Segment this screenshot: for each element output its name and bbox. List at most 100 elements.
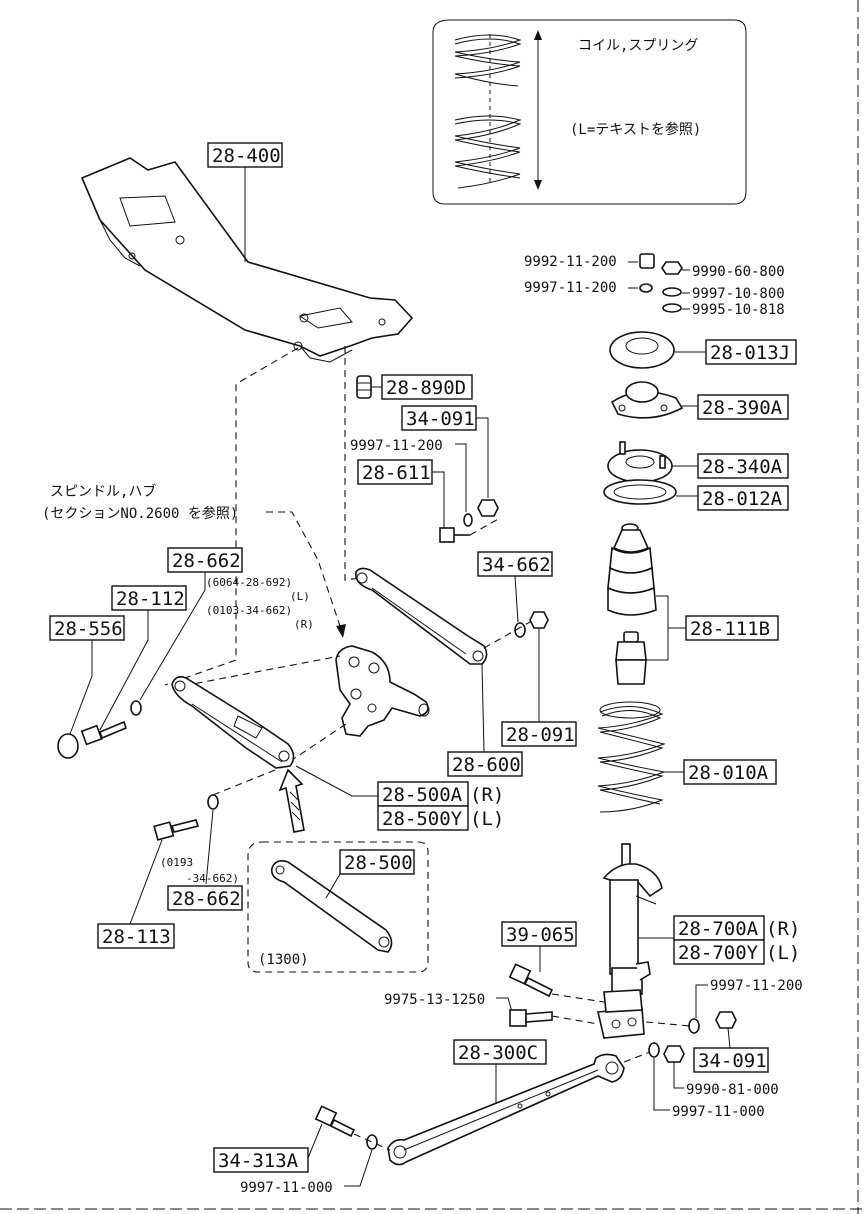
label-28-390A: 28-390A — [702, 397, 783, 419]
dust-boot — [607, 523, 657, 616]
rear-lower-arm — [171, 676, 295, 769]
label-box-28-300C — [453, 1039, 547, 1065]
label-box-28-111B — [685, 615, 779, 641]
label-9997-11-000-a: 9997-11-000 — [672, 1104, 765, 1120]
alt-ref-lower-2: -34-662) — [186, 872, 239, 885]
label-box-34-313A — [213, 1147, 309, 1173]
label-box-28-500Y — [377, 805, 469, 831]
nut-28-091 — [529, 611, 549, 629]
seat-28-012A — [603, 479, 677, 505]
washer-28-662-upper — [130, 700, 142, 716]
label-9997-11-200-a: 9997-11-200 — [350, 438, 443, 454]
label-box-28-013J — [705, 339, 797, 365]
variant-note: (1300) — [258, 952, 309, 968]
label-28-400: 28-400 — [212, 145, 281, 167]
front-arrow-icon — [278, 768, 305, 833]
inset-note: (L=テキストを参照) — [570, 121, 701, 138]
inset-arrow-top — [534, 30, 542, 40]
inset-spring-icon — [454, 34, 522, 189]
label-28-340A: 28-340A — [702, 456, 783, 478]
washer-9997-11-000-a — [648, 1042, 660, 1058]
label-28-010A: 28-010A — [688, 762, 769, 784]
alt-ref-upper-1: (6064-28-692) — [206, 576, 292, 589]
trailing-link-28-300C — [387, 1053, 625, 1166]
washer-34-662 — [514, 622, 526, 638]
label-box-28-700Y — [673, 939, 765, 965]
label-28-556: 28-556 — [54, 618, 123, 640]
bump-stopper — [356, 375, 372, 399]
label-9997-10-800: 9997-10-800 — [692, 286, 785, 302]
label-box-28-112 — [111, 585, 187, 611]
nut-9992-11-200 — [639, 253, 655, 269]
bolt-28-611 — [439, 527, 470, 543]
washer-9997-11-200-b — [639, 283, 653, 293]
label-9997-11-200-c: 9997-11-200 — [710, 978, 803, 994]
label-box-34-091-bottom — [693, 1047, 769, 1073]
inset-border — [432, 19, 747, 205]
nut-9990-60-800 — [661, 261, 683, 275]
label-39-065: 39-065 — [506, 924, 575, 946]
mount-plate-28-013J — [609, 331, 675, 369]
label-34-313A: 34-313A — [218, 1150, 299, 1172]
label-9990-81-000: 9990-81-000 — [686, 1082, 779, 1098]
label-box-28-113 — [97, 923, 175, 949]
label-box-34-662 — [477, 551, 553, 577]
label-28-112: 28-112 — [116, 588, 185, 610]
label-box-28-091 — [501, 721, 577, 747]
label-28-662-upper: 28-662 — [172, 550, 241, 572]
alt-ref-upper-2: (L) — [290, 590, 310, 603]
alt-ref-upper-3: (0103-34-662) — [206, 604, 292, 617]
alignment-dash-left — [164, 347, 299, 686]
label-34-091-top: 34-091 — [406, 408, 475, 430]
lateral-link-28-600 — [355, 567, 488, 665]
label-box-28-600 — [447, 751, 523, 777]
label-28-091: 28-091 — [506, 724, 575, 746]
label-28-500: 28-500 — [344, 852, 413, 874]
hub-note-line1: スピンドル,ハブ — [50, 483, 156, 500]
cap-28-556 — [57, 733, 79, 759]
bound-stopper — [615, 631, 647, 685]
label-28-600: 28-600 — [452, 754, 521, 776]
label-28-890D: 28-890D — [386, 377, 466, 399]
bolt-9975-13-1250 — [509, 1009, 553, 1027]
label-box-28-390A — [697, 394, 789, 420]
label-28-111B: 28-111B — [690, 618, 770, 640]
washer-9997-10-800 — [662, 287, 682, 297]
alignment-dash-mid — [344, 346, 361, 581]
label-box-28-662-upper — [167, 547, 243, 573]
label-box-28-012A — [697, 485, 789, 511]
label-9992-11-200: 9992-11-200 — [524, 254, 617, 270]
washer-9997-11-000-b — [366, 1134, 378, 1150]
washer-28-662-lower — [207, 794, 219, 810]
label-28-700Y-side: (L) — [766, 942, 800, 964]
label-28-662-lower: 28-662 — [172, 888, 241, 910]
inset-spring-label: コイル,スプリング — [578, 38, 698, 54]
label-28-013J: 28-013J — [710, 342, 790, 364]
bolt-39-065 — [508, 963, 554, 998]
washer-9997-11-200-c — [688, 1018, 700, 1034]
strut-28-700 — [597, 843, 663, 1039]
label-28-700A-side: (R) — [766, 918, 800, 940]
hub-note-line2: (セクションNO.2600 を参照) — [42, 505, 238, 522]
coil-spring-28-010A — [597, 701, 666, 813]
label-28-300C: 28-300C — [458, 1042, 538, 1064]
label-34-662: 34-662 — [482, 554, 551, 576]
bolt-34-313A — [314, 1105, 356, 1138]
label-9990-60-800: 9990-60-800 — [692, 264, 785, 280]
hub-note-arrow — [336, 624, 346, 638]
label-28-500A-side: (R) — [470, 784, 504, 806]
label-box-28-400 — [207, 142, 283, 168]
label-9995-10-818: 9995-10-818 — [692, 302, 785, 318]
label-box-28-340A — [697, 453, 789, 479]
label-28-700A: 28-700A — [678, 918, 759, 940]
label-28-500Y-side: (L) — [470, 808, 504, 830]
mount-rubber-28-390A — [610, 381, 684, 419]
nut-34-091-bottom — [715, 1011, 737, 1029]
alt-ref-upper-4: (R) — [294, 618, 314, 631]
variant-arm-28-500 — [270, 860, 393, 953]
label-28-611: 28-611 — [362, 462, 431, 484]
label-28-012A: 28-012A — [702, 488, 783, 510]
label-9975-13-1250: 9975-13-1250 — [384, 992, 485, 1008]
alt-ref-lower-1: (0193 — [160, 856, 193, 869]
